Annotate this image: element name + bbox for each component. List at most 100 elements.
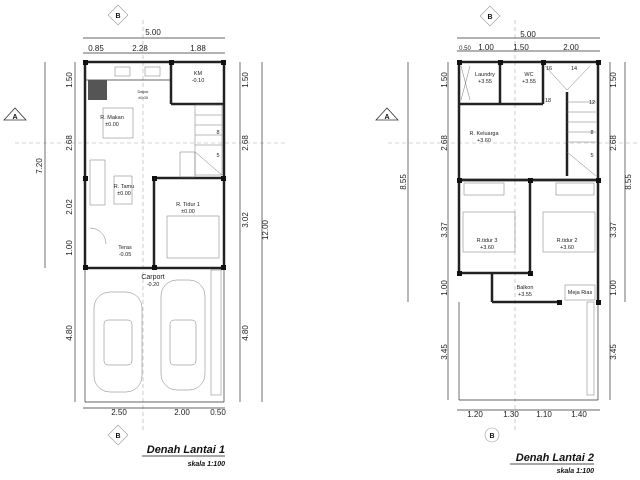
car-2: [160, 279, 206, 391]
room-wc-name: WC: [524, 72, 533, 78]
dim-right-d: 4.80: [241, 325, 250, 341]
dim-bottom-a: 2.50: [111, 408, 127, 417]
room-km-level: -0.10: [192, 78, 205, 84]
stair-number: 18: [545, 98, 551, 104]
dim-left-d: 1.00: [65, 240, 74, 256]
plan-2-title: Denah Lantai 2: [516, 452, 594, 464]
dim-top-a: 0.50: [459, 46, 471, 52]
car-1: [93, 291, 143, 393]
room-tamu-level: ±0.00: [117, 191, 131, 197]
plan-1-scale: skala 1:100: [188, 461, 225, 468]
wardrobe-2: [555, 182, 595, 196]
stairs: [544, 65, 597, 177]
dim-left-a: 1.50: [440, 72, 449, 88]
stair-number: 8: [216, 130, 219, 136]
room-carport-level: -0.20: [147, 282, 160, 288]
wardrobe-3: [463, 182, 505, 196]
dim-left-overall: 7.20: [35, 158, 44, 174]
dim-right-a: 1.50: [609, 72, 618, 88]
room-balkon-name: Balkon: [517, 285, 534, 291]
plan-1-title: Denah Lantai 1: [147, 444, 225, 456]
dim-left-b: 2.68: [65, 135, 74, 151]
bed-3: [462, 211, 516, 253]
car-2-roof: [169, 319, 197, 366]
dim-top-total: 5.00: [145, 28, 161, 37]
stair-number: 12: [589, 100, 595, 106]
stairs: [179, 104, 223, 178]
room-teras-name: Teras: [118, 245, 132, 251]
room-keluarga-name: R. Keluarga: [469, 131, 499, 137]
room-keluarga-level: +3.60: [477, 138, 491, 144]
dim-left-c: 2.02: [65, 199, 74, 215]
dim-right-c: 3.02: [241, 212, 250, 228]
dim-top-total: 5.00: [520, 30, 536, 39]
section-marker-bottom: B: [107, 424, 129, 446]
room-carport-name: Carport: [141, 274, 164, 281]
room-laundry-name: Laundry: [475, 72, 495, 78]
dim-bottom-a: 1.20: [467, 410, 483, 419]
svg-text:B: B: [115, 433, 120, 440]
dim-top-c: 1.88: [190, 44, 206, 53]
dim-right-e: 3.45: [609, 344, 618, 360]
room-makan-name: R. Makan: [100, 115, 124, 121]
stair-number: 8: [590, 130, 593, 136]
coffee-table: [113, 175, 133, 205]
dim-right-c: 3.37: [609, 222, 618, 238]
room-wc-level: +3.55: [522, 79, 536, 85]
dim-left-overall: 8.55: [399, 174, 408, 190]
columns: [457, 60, 601, 305]
dim-bottom-b: 1.30: [503, 410, 519, 419]
planter: [586, 301, 595, 396]
dim-left-a: 1.50: [65, 72, 74, 88]
dim-top-d: 2.00: [563, 43, 579, 52]
room-tidur3-name: R.tidur 3: [477, 238, 498, 244]
svg-text:B: B: [487, 14, 492, 21]
room-tidur1-name: R. Tidur 1: [176, 202, 200, 208]
svg-text:A: A: [384, 114, 389, 121]
dim-right-b: 2.68: [609, 135, 618, 151]
room-teras-level: -0.05: [119, 252, 132, 258]
dim-top-c: 1.50: [513, 43, 529, 52]
sink: [114, 66, 131, 77]
svg-text:B: B: [115, 13, 120, 20]
planter: [210, 269, 222, 396]
kitchen-shelf: [88, 80, 107, 100]
svg-text:B: B: [489, 433, 494, 440]
dim-right-overall: 12.00: [261, 219, 270, 240]
stair-number: 16: [546, 66, 552, 72]
room-dapur-level: ±0.00: [138, 95, 149, 100]
room-tidur3-level: +3.60: [480, 245, 494, 251]
room-tidur1-level: ±0.00: [181, 209, 195, 215]
dim-bottom-c: 0.50: [210, 408, 226, 417]
bed-2: [542, 211, 596, 253]
dim-top-b: 1.00: [478, 43, 494, 52]
dim-bottom-b: 2.00: [174, 408, 190, 417]
plan-2-scale: skala 1:100: [557, 468, 594, 475]
stove: [144, 66, 161, 77]
dim-left-b: 2.68: [440, 135, 449, 151]
entrance-door: [89, 227, 107, 245]
room-km-name: KM: [194, 71, 203, 77]
room-balkon-level: +3.55: [518, 292, 532, 298]
stair-number: 14: [571, 66, 577, 72]
plan-2: 5.00 0.50 1.00 1.50 2.00 1.50 2.68 3.37 …: [375, 5, 640, 475]
car-1-roof: [103, 319, 133, 366]
dim-bottom-c: 1.10: [536, 410, 552, 419]
room-laundry-level: +3.55: [478, 79, 492, 85]
dining-table: [102, 107, 134, 139]
columns: [83, 60, 226, 270]
dim-left-d: 1.00: [440, 280, 449, 296]
dim-left-e: 3.45: [440, 344, 449, 360]
dim-top-a: 0.85: [88, 44, 104, 53]
section-marker-left: A: [3, 107, 27, 121]
dim-left-e: 4.80: [65, 325, 74, 341]
svg-text:A: A: [12, 114, 17, 121]
laundry-cabinet: [460, 65, 471, 101]
room-makan-level: ±0.00: [105, 122, 119, 128]
stair-number: 5: [216, 153, 219, 159]
room-dapur-name: Dapur: [138, 89, 150, 94]
dim-bottom-d: 1.40: [571, 410, 587, 419]
section-marker-top: B: [107, 4, 129, 26]
